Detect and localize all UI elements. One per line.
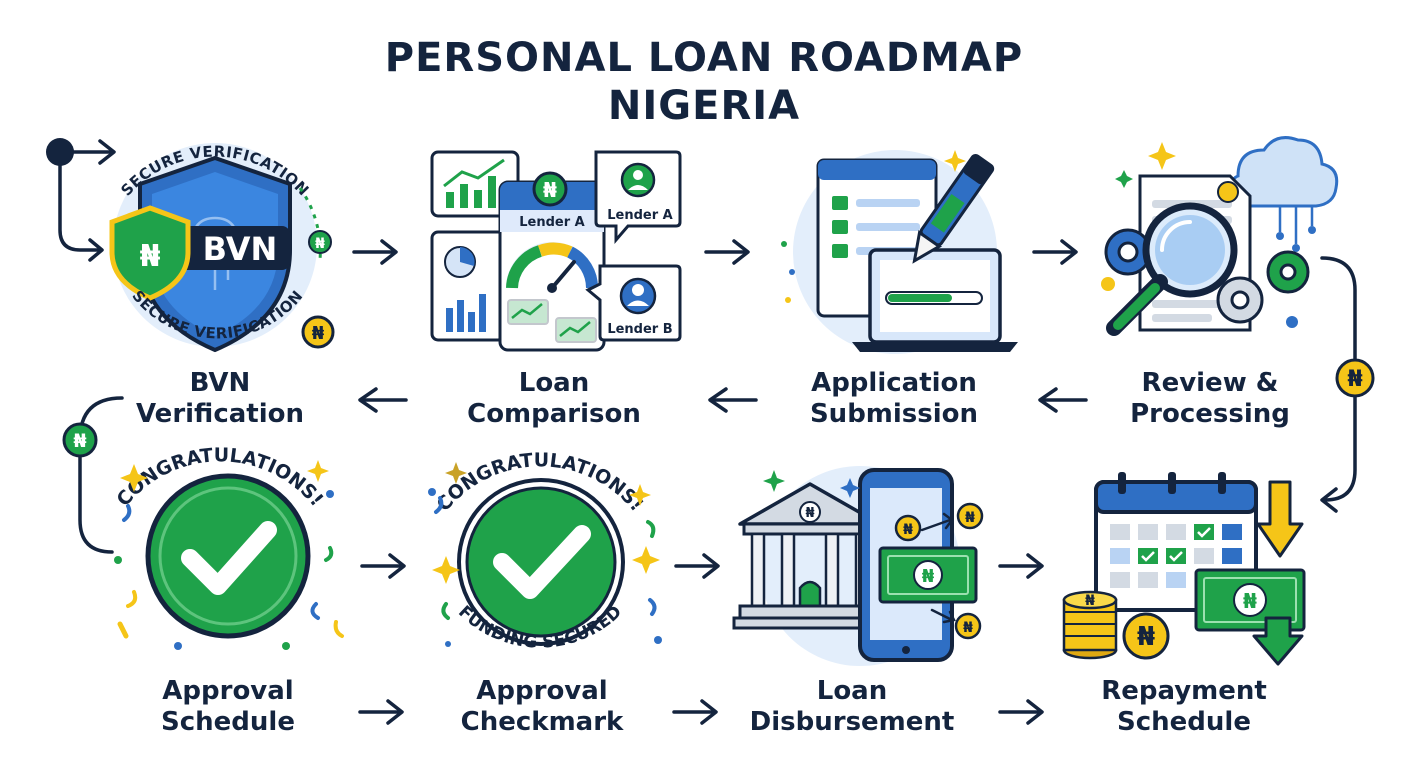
svg-text:₦: ₦ bbox=[963, 620, 973, 636]
confetti-2 bbox=[428, 462, 662, 647]
step-label-approval-schedule: Approval Schedule bbox=[161, 676, 295, 737]
step-label-repayment-schedule: Repayment Schedule bbox=[1101, 676, 1267, 737]
calendar-grid bbox=[1110, 524, 1242, 588]
step-label-bvn-verification: BVN Verification bbox=[135, 368, 304, 429]
flow-arrows bbox=[58, 139, 1357, 725]
approval-schedule-illustration: CONGRATULATIONS! bbox=[112, 444, 344, 650]
check-icon-1 bbox=[181, 521, 277, 595]
svg-text:₦: ₦ bbox=[140, 239, 161, 274]
lender-b-bubble-label: Lender B bbox=[607, 322, 672, 337]
repayment-schedule-illustration: ₦ ₦ ₦ bbox=[1062, 472, 1306, 666]
step-label-approval-checkmark: Approval Checkmark bbox=[460, 676, 624, 737]
svg-text:₦: ₦ bbox=[922, 566, 935, 587]
step-label-review-processing: Review & Processing bbox=[1130, 368, 1290, 429]
check-icon-2 bbox=[493, 525, 591, 599]
bvn-badge-text: BVN bbox=[203, 230, 278, 268]
step-label-loan-disbursement: Loan Disbursement bbox=[749, 676, 955, 737]
page-title-line1: PERSONAL LOAN ROADMAP bbox=[384, 35, 1024, 81]
start-dot bbox=[46, 138, 74, 166]
svg-text:₦: ₦ bbox=[543, 178, 557, 202]
application-submission-illustration bbox=[781, 150, 1018, 354]
loan-comparison-illustration: ₦ Lender A Lender A Lender B bbox=[430, 150, 682, 352]
review-processing-illustration bbox=[1101, 136, 1339, 336]
svg-text:₦: ₦ bbox=[1085, 593, 1095, 609]
confetti-1 bbox=[114, 460, 344, 650]
svg-text:₦: ₦ bbox=[1347, 367, 1362, 392]
svg-text:₦: ₦ bbox=[315, 236, 325, 252]
approval-checkmark-illustration: CONGRATULATIONS! FUNDING SECURED bbox=[428, 449, 662, 653]
svg-text:₦: ₦ bbox=[903, 522, 913, 538]
loan-disbursement-illustration: ₦ ₦ ₦ ₦ ₦ bbox=[732, 466, 984, 666]
lender-a-bubble-label: Lender A bbox=[607, 208, 672, 223]
step-label-application-submission: Application Submission bbox=[809, 368, 979, 429]
svg-text:₦: ₦ bbox=[1243, 589, 1257, 613]
connector-coin-left: ₦ bbox=[62, 422, 98, 458]
lender-a-card-label: Lender A bbox=[519, 215, 584, 230]
svg-text:₦: ₦ bbox=[73, 430, 86, 452]
svg-text:₦: ₦ bbox=[965, 510, 975, 526]
svg-text:₦: ₦ bbox=[1137, 622, 1155, 652]
step-label-loan-comparison: Loan Comparison bbox=[467, 368, 641, 429]
svg-text:₦: ₦ bbox=[312, 323, 325, 344]
svg-text:₦: ₦ bbox=[805, 506, 814, 521]
coin-stack: ₦ bbox=[1062, 590, 1118, 660]
connector-coin-right: ₦ bbox=[1335, 358, 1375, 398]
page-title-line2: NIGERIA bbox=[607, 83, 801, 129]
bvn-shield-illustration: BVN ₦ SECURE VERIFICATION SECURE VERIFIC… bbox=[109, 142, 335, 353]
